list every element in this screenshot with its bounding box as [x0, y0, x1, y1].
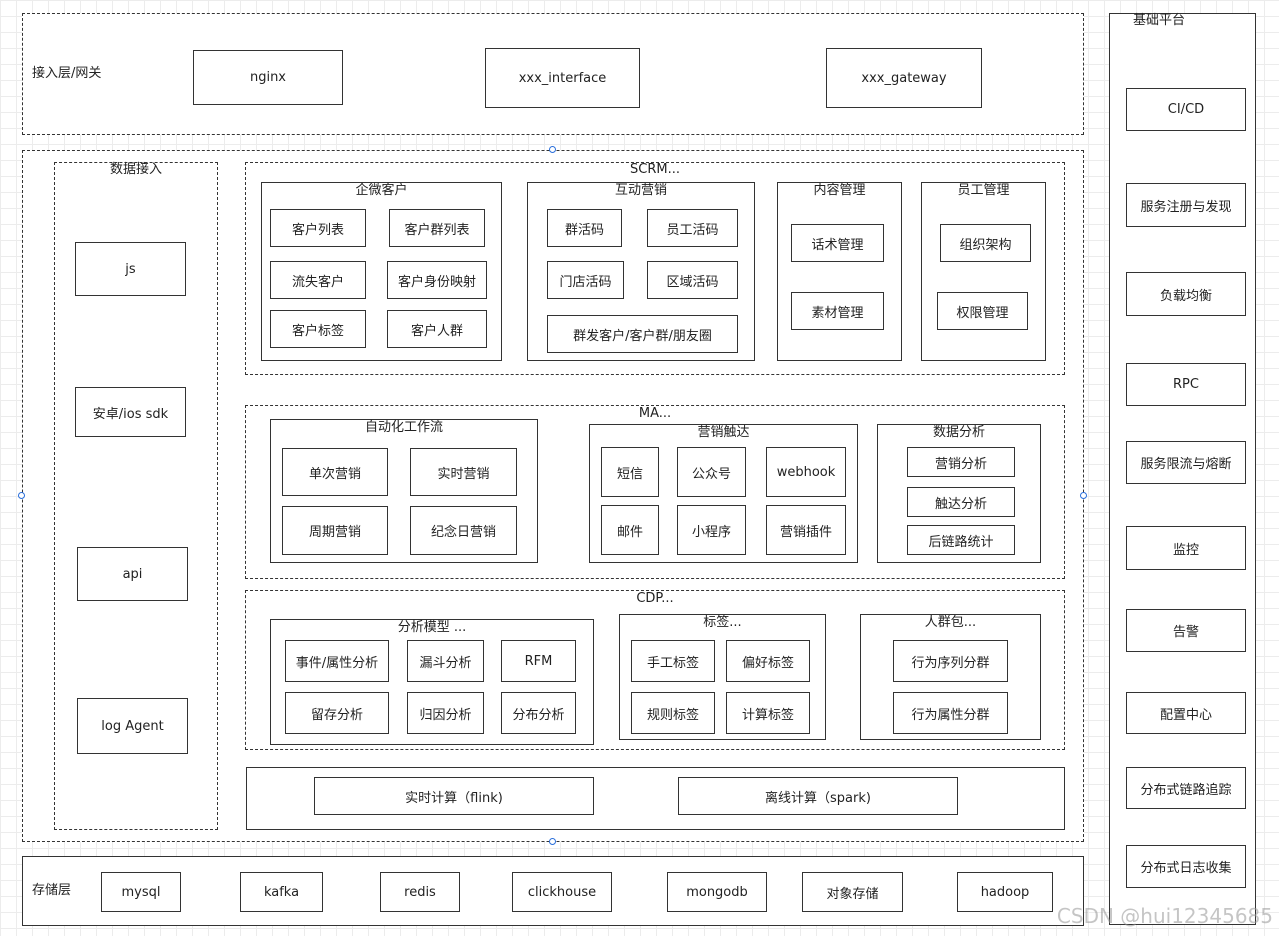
wecom-item[interactable]: 客户身份映射: [387, 261, 487, 299]
tags-item[interactable]: 规则标签: [631, 692, 715, 734]
models-item[interactable]: 分布分析: [501, 692, 576, 734]
scrm-title: SCRM...: [630, 162, 680, 177]
staff-item[interactable]: 权限管理: [937, 292, 1028, 330]
ingest-item[interactable]: api: [77, 547, 188, 601]
interactive-title: 互动营销: [614, 183, 667, 198]
analysis-item[interactable]: 触达分析: [907, 487, 1015, 517]
interactive-item[interactable]: 门店活码: [547, 261, 624, 299]
access-nginx-box[interactable]: nginx: [193, 50, 343, 105]
access-gateway-box[interactable]: xxx_gateway: [826, 48, 982, 108]
tags-item[interactable]: 手工标签: [631, 640, 715, 682]
reach-item[interactable]: 营销插件: [766, 505, 846, 555]
tags-item[interactable]: 偏好标签: [726, 640, 810, 682]
storage-item[interactable]: mongodb: [667, 872, 767, 912]
content-item[interactable]: 话术管理: [791, 224, 884, 262]
reach-item[interactable]: 公众号: [677, 447, 746, 497]
analysis-item[interactable]: 后链路统计: [907, 525, 1015, 555]
compute-offline-box[interactable]: 离线计算（spark): [678, 777, 958, 815]
workflow-title: 自动化工作流: [364, 420, 443, 435]
analysis-title: 数据分析: [932, 425, 985, 440]
selection-handle[interactable]: [549, 146, 556, 153]
reach-item[interactable]: 短信: [601, 447, 659, 497]
interactive-item[interactable]: 员工活码: [647, 209, 738, 247]
models-item[interactable]: 事件/属性分析: [285, 640, 389, 682]
ingest-item[interactable]: 安卓/ios sdk: [75, 387, 186, 437]
crowd-item[interactable]: 行为序列分群: [893, 640, 1008, 682]
watermark-text: CSDN @hui12345685: [1056, 904, 1273, 928]
data-ingest-title: 数据接入: [109, 162, 162, 177]
storage-item[interactable]: redis: [380, 872, 460, 912]
compute-realtime-box[interactable]: 实时计算（flink): [314, 777, 594, 815]
tags-item[interactable]: 计算标签: [726, 692, 810, 734]
workflow-item[interactable]: 纪念日营销: [410, 506, 517, 555]
crowd-title: 人群包...: [924, 615, 977, 630]
platform-item[interactable]: 分布式日志收集: [1126, 845, 1246, 888]
platform-item[interactable]: 分布式链路追踪: [1126, 767, 1246, 809]
reach-title: 营销触达: [697, 425, 750, 440]
tags-title: 标签...: [703, 615, 742, 630]
workflow-item[interactable]: 周期营销: [282, 506, 388, 555]
ingest-item[interactable]: log Agent: [77, 698, 188, 754]
platform-item[interactable]: 配置中心: [1126, 692, 1246, 734]
models-item[interactable]: 留存分析: [285, 692, 389, 734]
wecom-item[interactable]: 流失客户: [270, 261, 366, 299]
models-item[interactable]: 漏斗分析: [407, 640, 484, 682]
access-layer-label: 接入层/网关: [32, 66, 102, 81]
reach-item[interactable]: webhook: [766, 447, 846, 497]
reach-item[interactable]: 邮件: [601, 505, 659, 555]
content-item[interactable]: 素材管理: [791, 292, 884, 330]
content-panel: [777, 182, 902, 361]
analysis-item[interactable]: 营销分析: [907, 447, 1015, 477]
selection-handle[interactable]: [549, 838, 556, 845]
models-title: 分析模型 ...: [397, 620, 467, 635]
interactive-item[interactable]: 群发客户/客户群/朋友圈: [547, 315, 738, 353]
storage-item[interactable]: kafka: [240, 872, 323, 912]
platform-item[interactable]: 告警: [1126, 609, 1246, 652]
crowd-item[interactable]: 行为属性分群: [893, 692, 1008, 734]
content-title: 内容管理: [813, 183, 866, 198]
storage-item[interactable]: 对象存储: [802, 872, 903, 912]
wecom-item[interactable]: 客户人群: [387, 310, 487, 348]
storage-item[interactable]: hadoop: [957, 872, 1053, 912]
workflow-item[interactable]: 单次营销: [282, 448, 388, 496]
interactive-item[interactable]: 区域活码: [647, 261, 738, 299]
ma-title: MA...: [638, 406, 672, 421]
staff-panel: [921, 182, 1046, 361]
workflow-item[interactable]: 实时营销: [410, 448, 517, 496]
interactive-item[interactable]: 群活码: [547, 209, 622, 247]
cdp-title: CDP...: [636, 591, 674, 606]
platform-item[interactable]: RPC: [1126, 363, 1246, 406]
access-interface-box[interactable]: xxx_interface: [485, 48, 640, 108]
platform-item[interactable]: 服务注册与发现: [1126, 183, 1246, 227]
base-platform-title: 基础平台: [1132, 13, 1185, 28]
selection-handle[interactable]: [1080, 492, 1087, 499]
wecom-item[interactable]: 客户标签: [270, 310, 366, 348]
models-item[interactable]: RFM: [501, 640, 576, 682]
wecom-title: 企微客户: [355, 183, 408, 198]
staff-item[interactable]: 组织架构: [940, 224, 1031, 262]
staff-title: 员工管理: [957, 183, 1010, 198]
platform-item[interactable]: 负载均衡: [1126, 272, 1246, 316]
reach-item[interactable]: 小程序: [677, 505, 746, 555]
storage-item[interactable]: clickhouse: [512, 872, 612, 912]
storage-item[interactable]: mysql: [101, 872, 181, 912]
ingest-item[interactable]: js: [75, 242, 186, 296]
models-item[interactable]: 归因分析: [407, 692, 484, 734]
selection-handle[interactable]: [18, 492, 25, 499]
platform-item[interactable]: 服务限流与熔断: [1126, 441, 1246, 484]
wecom-item[interactable]: 客户群列表: [389, 209, 485, 247]
wecom-item[interactable]: 客户列表: [270, 209, 366, 247]
platform-item[interactable]: CI/CD: [1126, 88, 1246, 131]
platform-item[interactable]: 监控: [1126, 526, 1246, 570]
storage-layer-label: 存储层: [32, 883, 72, 898]
